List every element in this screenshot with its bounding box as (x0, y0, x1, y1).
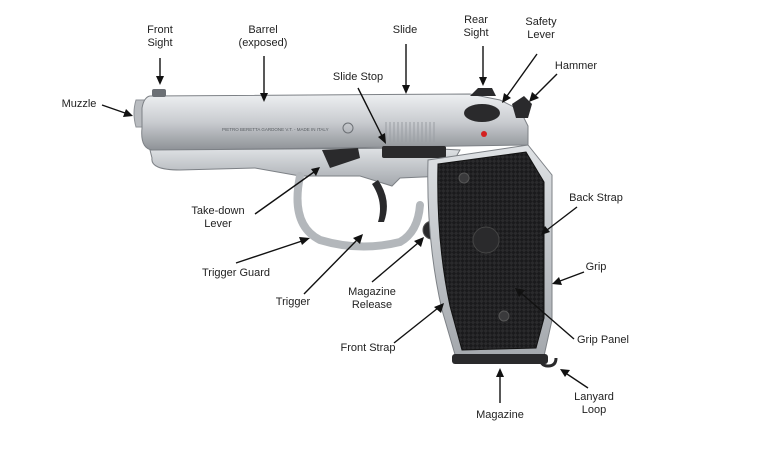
pistol-illustration: PIETRO BERETTA GARDONE V.T. - MADE IN IT… (133, 88, 558, 368)
front-sight-shape (152, 89, 166, 97)
arrow-takedown-lever (254, 167, 320, 215)
arrow-safety-lever (502, 53, 538, 103)
label-trigger: Trigger (276, 296, 311, 308)
label-barrel: Barrel(exposed) (239, 24, 288, 49)
arrow-slide (402, 44, 410, 94)
arrow-magazine-release (371, 237, 424, 283)
arrow-muzzle (101, 104, 133, 117)
label-slide: Slide (393, 24, 417, 36)
label-back-strap: Back Strap (569, 192, 623, 204)
grip-screw-top (458, 172, 470, 184)
arrow-barrel (260, 56, 268, 102)
safety-dot (481, 131, 487, 137)
slide-shape (141, 93, 529, 151)
label-slide-stop: Slide Stop (333, 71, 383, 83)
magazine-base-shape (452, 354, 548, 364)
label-trigger-guard: Trigger Guard (202, 267, 270, 279)
takedown-lever-shape (322, 148, 360, 168)
slide-serrations (385, 122, 435, 142)
label-magazine: Magazine (476, 409, 524, 421)
arrow-rear-sight (479, 46, 487, 86)
leader-lines (101, 44, 589, 403)
slide-stop-shape (382, 146, 446, 158)
arrow-back-strap (541, 206, 578, 235)
label-front-strap: Front Strap (340, 342, 395, 354)
arrow-front-strap (393, 303, 444, 344)
rear-sight-shape (470, 88, 496, 96)
label-grip: Grip (586, 261, 607, 273)
label-hammer: Hammer (555, 60, 598, 72)
grip-medallion (472, 226, 500, 254)
arrow-trigger-guard (235, 237, 310, 264)
trigger-shape (372, 180, 387, 222)
arrow-grip-panel (515, 288, 575, 340)
arrow-front-sight (156, 58, 164, 85)
trigger-guard-shape (293, 172, 424, 251)
safety-lever-shape (464, 104, 500, 122)
hammer-shape (512, 96, 532, 118)
label-grip-panel: Grip Panel (577, 334, 629, 346)
slide-engraving: PIETRO BERETTA GARDONE V.T. - MADE IN IT… (222, 127, 329, 132)
slide-logo (342, 122, 354, 134)
lanyard-loop-shape (538, 355, 558, 368)
grip-screw-bottom (498, 310, 510, 322)
arrow-grip (552, 271, 585, 285)
arrow-trigger (303, 234, 363, 295)
arrow-lanyard-loop (560, 369, 589, 389)
arrow-magazine (496, 368, 504, 403)
arrow-slide-stop (357, 87, 386, 144)
label-muzzle: Muzzle (62, 98, 97, 110)
arrow-hammer (529, 73, 558, 102)
